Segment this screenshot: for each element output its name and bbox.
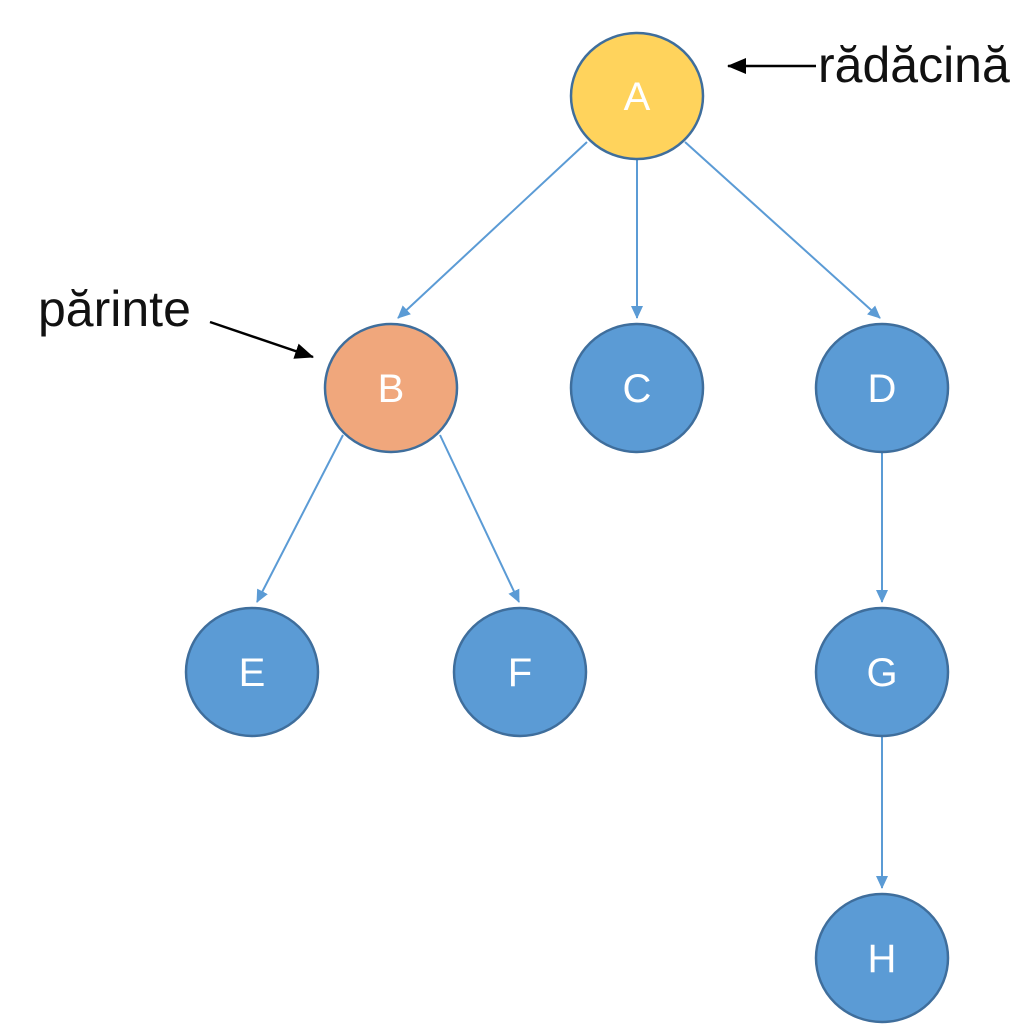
edge-b-e [256, 434, 344, 603]
node-a-circle [569, 31, 705, 161]
node-d[interactable]: D [814, 322, 950, 454]
node-h-circle [814, 892, 950, 1024]
node-e[interactable]: E [184, 606, 320, 738]
node-b-label: B [378, 367, 405, 411]
node-g[interactable]: G [814, 606, 950, 738]
parent-annotation-arrow [209, 320, 314, 359]
root-annotation-label: rădăcină [818, 37, 1010, 93]
node-f-label: F [508, 651, 532, 695]
node-e-circle [184, 606, 320, 738]
node-d-label: D [868, 367, 897, 411]
node-f[interactable]: F [452, 606, 588, 738]
parent-annotation: părinte [38, 281, 314, 359]
edge-b-f [439, 434, 520, 603]
node-e-label: E [239, 651, 266, 695]
node-g-label: G [866, 651, 897, 695]
edges [256, 141, 888, 889]
nodes: A B C D E F G H [184, 31, 950, 1024]
node-g-circle [814, 606, 950, 738]
parent-annotation-label: părinte [38, 281, 191, 337]
edge-a-d [684, 141, 881, 319]
node-b[interactable]: B [323, 322, 459, 454]
node-d-circle [814, 322, 950, 454]
node-a-label: A [624, 75, 651, 119]
node-c[interactable]: C [569, 322, 705, 454]
root-annotation: rădăcină [727, 37, 1010, 93]
node-h-label: H [868, 937, 897, 981]
node-b-circle [323, 322, 459, 454]
node-c-circle [569, 322, 705, 454]
node-h[interactable]: H [814, 892, 950, 1024]
node-c-label: C [623, 367, 652, 411]
edge-a-b [397, 141, 588, 319]
node-f-circle [452, 606, 588, 738]
node-a[interactable]: A [569, 31, 705, 161]
